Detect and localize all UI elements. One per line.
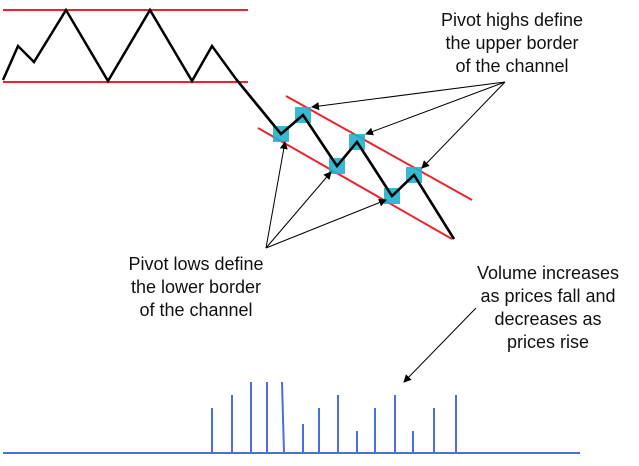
pivot-highs-annotation: Pivot highs define the upper border of t… — [412, 9, 612, 78]
price-line-overlay — [235, 78, 456, 240]
volume-arrow — [403, 307, 477, 383]
volume-annotation: Volume increases as prices fall and decr… — [459, 262, 637, 354]
arrow — [265, 141, 288, 249]
annotation-line: Pivot lows define — [128, 254, 264, 274]
annotation-line: Volume increases — [476, 263, 620, 283]
annotation-line: prices rise — [506, 332, 590, 352]
annotation-line: the lower border — [130, 277, 262, 297]
arrow — [365, 81, 506, 136]
annotation-line: of the channel — [139, 300, 253, 320]
volume-bars — [211, 381, 457, 454]
arrow — [421, 81, 506, 169]
annotation-line: Pivot highs define — [440, 10, 584, 30]
pivot-low-arrows — [265, 141, 387, 249]
volume-bar — [281, 381, 285, 454]
arrow — [311, 81, 506, 111]
channel-upper-border — [285, 95, 473, 201]
annotation-line: of the channel — [455, 56, 569, 76]
price-line — [1, 7, 456, 240]
annotation-line: decreases as — [494, 309, 602, 329]
pivot-high-arrows — [311, 81, 506, 169]
arrow — [265, 198, 387, 249]
annotation-line: the upper border — [445, 33, 579, 53]
channel-lower-border — [257, 127, 453, 240]
arrow — [265, 171, 332, 249]
annotation-line: as prices fall and — [480, 286, 616, 306]
pivot-lows-annotation: Pivot lows define the lower border of th… — [96, 253, 296, 322]
